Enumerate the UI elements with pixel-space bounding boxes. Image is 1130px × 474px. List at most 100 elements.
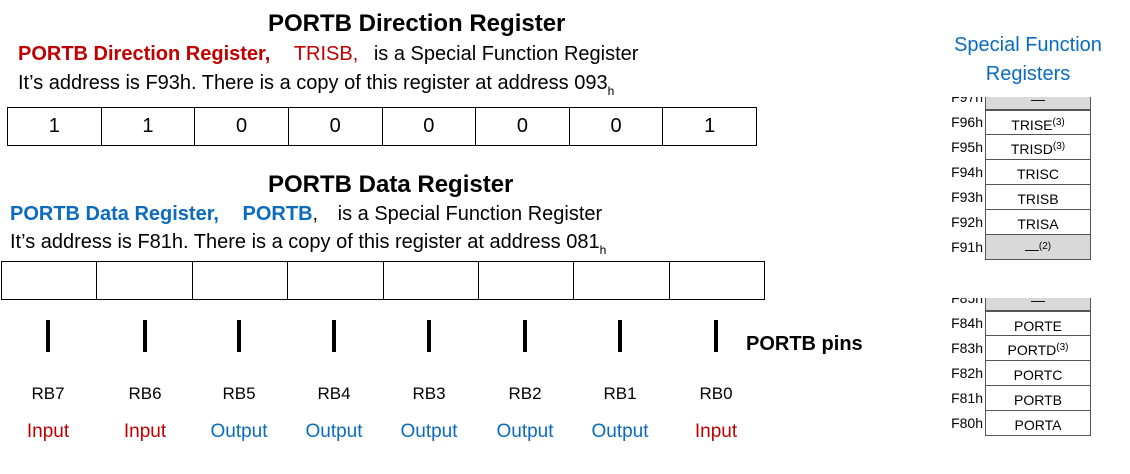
sfr-register-name: TRISA	[985, 210, 1091, 235]
direction-register-description: PORTB Direction Register, TRISB, is a Sp…	[18, 43, 638, 66]
pin-name-rb5: RB5	[222, 384, 256, 403]
trisb-label: TRISB,	[293, 43, 359, 65]
pin-name-rb1: RB1	[603, 384, 637, 403]
sfr-address: F95h	[951, 139, 983, 155]
direction-register-name: PORTB Direction Register,	[18, 43, 271, 65]
sfr-address: F92h	[951, 214, 983, 230]
data-register-sfr-text: is a Special Function Register	[337, 203, 603, 225]
sfr-address: F93h	[951, 189, 983, 205]
sfr-address: F94h	[951, 164, 983, 180]
portb-comma: ,	[312, 203, 319, 225]
sfr-name-text: TRISA	[1017, 216, 1059, 232]
sfr-row: F92h TRISA	[943, 210, 1093, 235]
pin-direction-rb0: Input	[694, 421, 738, 442]
direction-bit-4: 0	[289, 108, 383, 145]
direction-bit-6: 1	[102, 108, 196, 145]
sfr-address: F81h	[951, 390, 983, 406]
pin-name-rb6: RB6	[128, 384, 162, 403]
data_reg-bit-5	[193, 262, 289, 299]
sfr-title: Special Function Registers	[954, 34, 1102, 85]
pin-direction-rb4: Output	[305, 421, 363, 442]
data_reg-bit-6	[97, 262, 193, 299]
data-register-bits	[1, 261, 765, 300]
sfr-register-name: PORTD(3)	[985, 336, 1091, 361]
data_reg-bit-7	[2, 262, 98, 299]
data-register-name: PORTB Data Register,	[10, 203, 219, 225]
sfr-name-text: TRISE	[1011, 117, 1053, 133]
sfr-name-text: PORTE	[1014, 318, 1062, 334]
sfr-register-name: TRISC	[985, 160, 1091, 185]
direction-address-subscript: h	[607, 84, 615, 98]
pin-direction-rb6: Input	[123, 421, 167, 442]
sfr-address: F91h	[951, 239, 983, 255]
sfr-row: F94h TRISC	[943, 160, 1093, 185]
pin-name-rb7: RB7	[31, 384, 65, 403]
sfr-footnote: (3)	[1056, 342, 1069, 353]
sfr-footnote: (2)	[1038, 241, 1052, 252]
sfr-name-text: —	[1031, 298, 1045, 308]
data-address-line: It’s address is F81h. There is a copy of…	[10, 231, 600, 253]
data-address-subscript: h	[599, 243, 607, 257]
sfr-register-name: —(2)	[985, 235, 1091, 260]
pin-line-rb4	[332, 320, 336, 352]
sfr-address: F84h	[951, 315, 983, 331]
sfr-name-text: TRISB	[1017, 191, 1059, 207]
pin-name-rb3: RB3	[412, 384, 446, 403]
sfr-register-name: —	[985, 298, 1091, 311]
portb-label: PORTB	[242, 203, 313, 225]
sfr-register-name: —	[985, 97, 1091, 110]
sfr-address: F83h	[951, 340, 983, 356]
pin-name-rb0: RB0	[699, 384, 733, 403]
data_reg-bit-2	[479, 262, 575, 299]
sfr-name-text: TRISC	[1017, 166, 1059, 182]
sfr-register-name: PORTC	[985, 361, 1091, 386]
sfr-footnote: (3)	[1052, 117, 1065, 128]
direction-register-address-text: It’s address is F93h. There is a copy of…	[18, 72, 614, 98]
pin-line-rb5	[237, 320, 241, 352]
direction-bit-7: 1	[8, 108, 102, 145]
pin-line-rb0	[714, 320, 718, 352]
sfr-register-name: TRISB	[985, 185, 1091, 210]
pin-direction-rb5: Output	[210, 421, 268, 442]
sfr-footnote: (3)	[1052, 141, 1066, 152]
data-register-description: PORTB Data Register, PORTB, is a Special…	[10, 203, 602, 226]
data-register-address-text: It’s address is F81h. There is a copy of…	[10, 231, 606, 257]
direction-register-sfr-text: is a Special Function Register	[373, 43, 639, 65]
sfr-address: F85h	[951, 298, 983, 306]
sfr-address: F96h	[951, 114, 983, 130]
sfr-row: F84h PORTE	[943, 311, 1093, 336]
pin-line-rb6	[143, 320, 147, 352]
pin-direction-rb3: Output	[400, 421, 458, 442]
sfr-row: F81h PORTB	[943, 386, 1093, 411]
sfr-row: F91h—(2)	[943, 235, 1093, 260]
portb-pins-label: PORTB pins	[746, 333, 863, 355]
direction-bit-5: 0	[195, 108, 289, 145]
pin-line-rb2	[523, 320, 527, 352]
data_reg-bit-4	[288, 262, 384, 299]
sfr-register-name: TRISE(3)	[985, 110, 1091, 135]
sfr-register-name: PORTB	[985, 386, 1091, 411]
sfr-name-text: PORTA	[1014, 417, 1062, 433]
pin-line-rb1	[618, 320, 622, 352]
direction-bit-2: 0	[476, 108, 570, 145]
sfr-row: F85h —	[943, 298, 1093, 311]
pin-line-rb7	[46, 320, 50, 352]
sfr-name-text: PORTB	[1014, 392, 1062, 408]
pin-direction-rb1: Output	[591, 421, 649, 442]
sfr-register-name: PORTE	[985, 311, 1091, 336]
direction-bit-3: 0	[383, 108, 477, 145]
pin-line-rb3	[427, 320, 431, 352]
sfr-name-text: TRISD	[1010, 141, 1053, 157]
pin-direction-rb7: Input	[26, 421, 70, 442]
sfr-name-text: —	[1024, 241, 1039, 257]
data-register-title: PORTB Data Register	[268, 171, 514, 198]
sfr-address: F82h	[951, 365, 983, 381]
data_reg-bit-0	[670, 262, 764, 299]
